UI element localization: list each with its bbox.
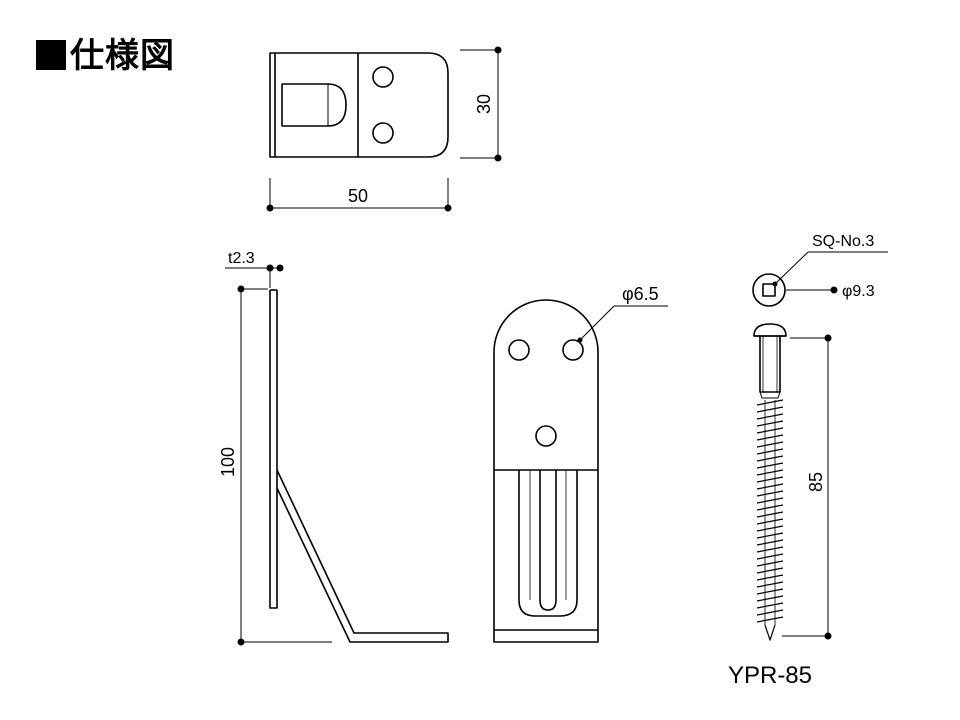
top-height-dimension — [460, 49, 499, 159]
dimension-dots — [237, 46, 838, 646]
screw-drive-label: SQ-No.3 — [812, 233, 874, 250]
top-height-label: 30 — [474, 94, 494, 114]
front-view-bracket — [493, 299, 668, 643]
side-height-label: 100 — [218, 447, 238, 477]
top-width-label: 50 — [348, 186, 368, 206]
screw-head-diameter-label: φ9.3 — [842, 283, 875, 300]
top-view-bracket — [269, 52, 449, 158]
screw-head-top-view — [752, 251, 888, 307]
screw-length-dimension — [782, 337, 829, 637]
title-square-icon — [36, 40, 66, 70]
model-label: YPR-85 — [728, 662, 812, 689]
side-view-bracket — [269, 289, 449, 643]
page-title: 仕様図 — [36, 28, 175, 77]
screw-length-label: 85 — [806, 472, 826, 492]
screw-side-view — [753, 323, 787, 641]
title-text: 仕様図 — [70, 36, 175, 76]
hole-diameter-label: φ6.5 — [622, 284, 659, 304]
thickness-label: t2.3 — [228, 250, 255, 267]
side-height-dimension — [240, 288, 332, 643]
top-width-dimension — [269, 178, 449, 209]
